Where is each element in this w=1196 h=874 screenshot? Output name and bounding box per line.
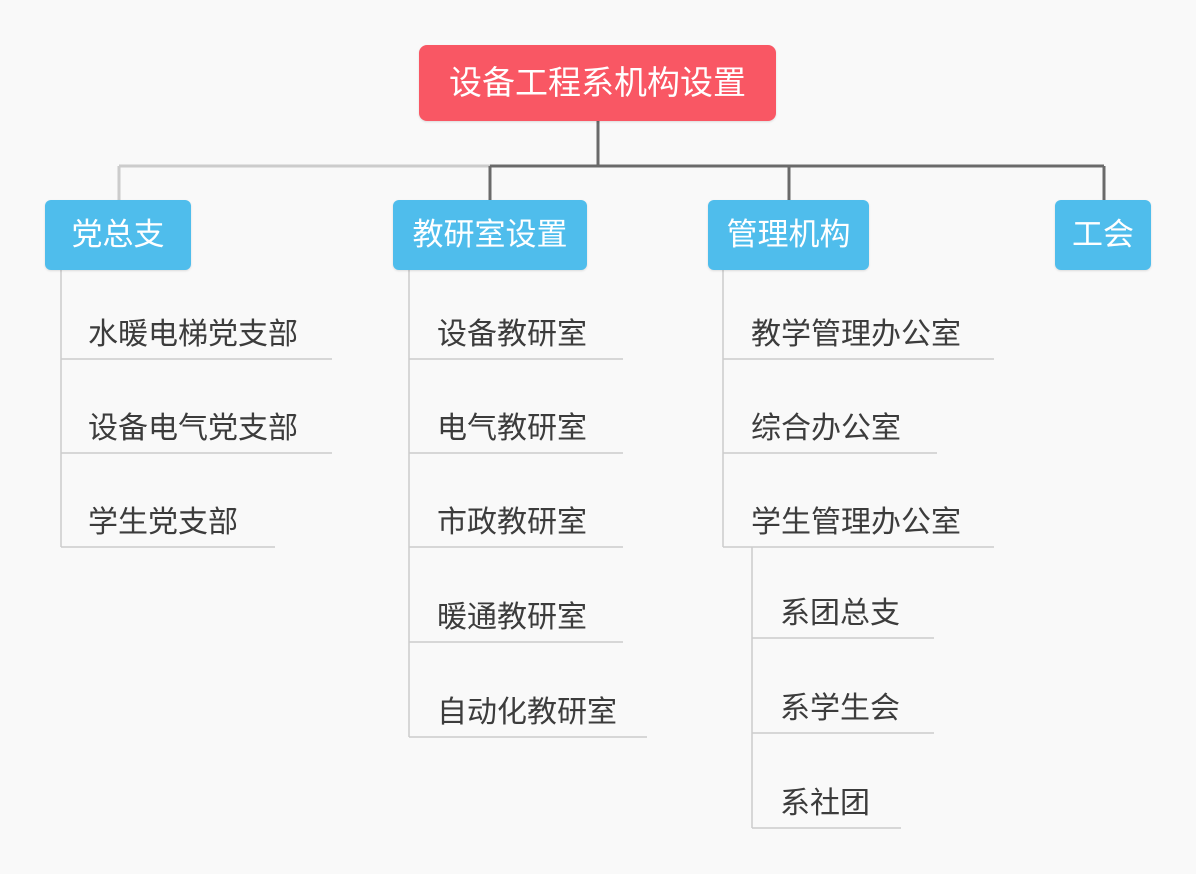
branch-node-union[interactable]: 工会 <box>1055 200 1151 270</box>
sub-leaf-item[interactable]: 系学生会 <box>780 691 900 726</box>
leaf-item[interactable]: 教学管理办公室 <box>751 317 961 352</box>
leaf-item[interactable]: 市政教研室 <box>437 505 587 540</box>
leaf-item[interactable]: 综合办公室 <box>751 411 901 446</box>
branch-node-teaching-offices[interactable]: 教研室设置 <box>393 200 587 270</box>
leaf-item[interactable]: 自动化教研室 <box>437 695 617 730</box>
sub-leaf-item[interactable]: 系社团 <box>780 786 870 821</box>
branch-node-party-committee[interactable]: 党总支 <box>45 200 191 270</box>
leaf-item[interactable]: 暖通教研室 <box>437 600 587 635</box>
leaf-item[interactable]: 设备电气党支部 <box>88 411 298 446</box>
leaf-item[interactable]: 学生管理办公室 <box>751 505 961 540</box>
branch-node-management[interactable]: 管理机构 <box>708 200 869 270</box>
root-node[interactable]: 设备工程系机构设置 <box>419 45 776 121</box>
leaf-item[interactable]: 水暖电梯党支部 <box>88 317 298 352</box>
leaf-item[interactable]: 学生党支部 <box>88 505 238 540</box>
sub-leaf-item[interactable]: 系团总支 <box>780 596 900 631</box>
leaf-item[interactable]: 电气教研室 <box>437 411 587 446</box>
leaf-item[interactable]: 设备教研室 <box>437 317 587 352</box>
